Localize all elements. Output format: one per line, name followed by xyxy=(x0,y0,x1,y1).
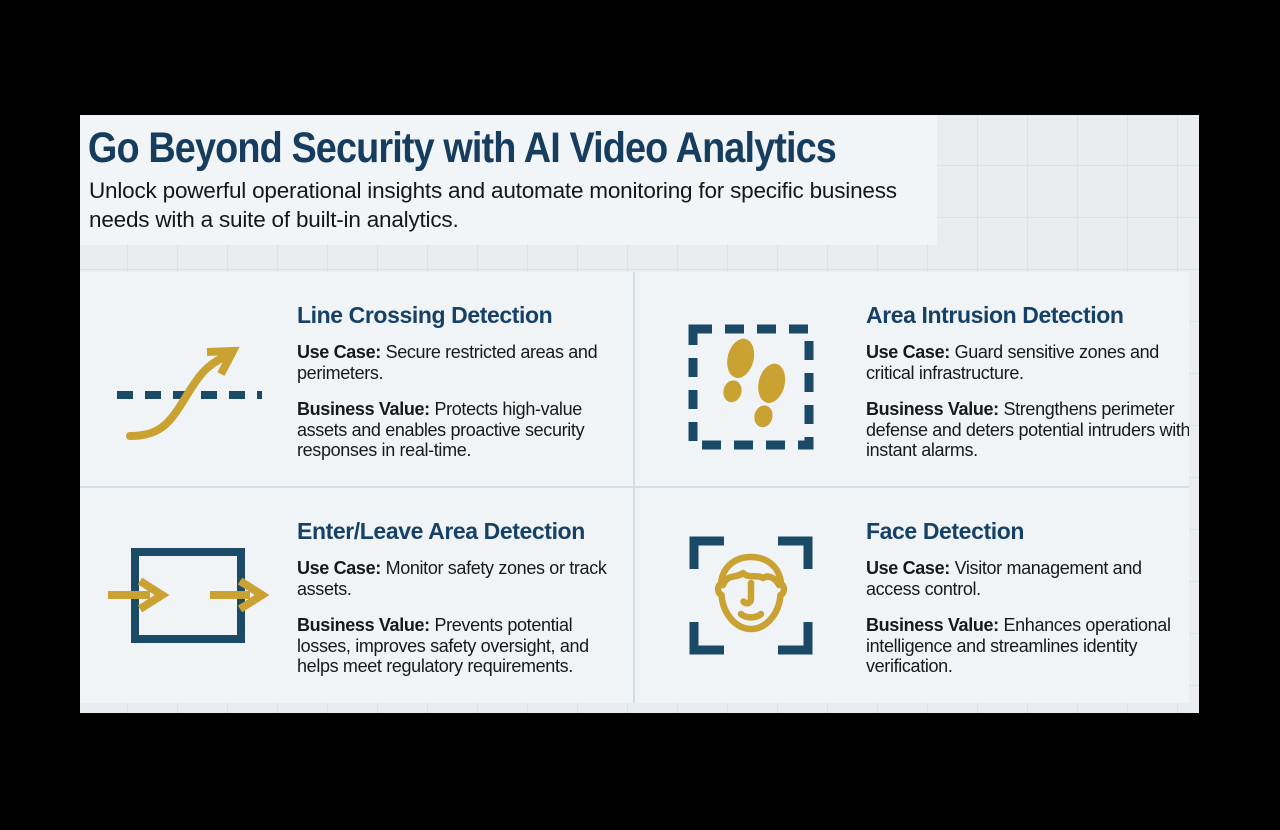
use-case-label: Use Case: xyxy=(297,342,381,362)
business-value-label: Business Value: xyxy=(866,399,999,419)
feature-grid: Line Crossing Detection Use Case: Secure… xyxy=(80,272,1189,703)
business-value-label: Business Value: xyxy=(297,615,430,635)
icon-column xyxy=(80,488,297,703)
feature-card-text: Line Crossing Detection Use Case: Secure… xyxy=(297,272,629,486)
feature-card-text: Enter/Leave Area Detection Use Case: Mon… xyxy=(297,488,629,703)
business-value-text: Enhances operational intelligence and st… xyxy=(866,615,1171,676)
feature-card-title: Line Crossing Detection xyxy=(297,302,553,328)
feature-card-enter-leave: Enter/Leave Area Detection Use Case: Mon… xyxy=(80,488,633,703)
feature-card-title: Area Intrusion Detection xyxy=(866,302,1124,328)
feature-card-title: Face Detection xyxy=(866,518,1025,544)
feature-card-text: Area Intrusion Detection Use Case: Guard… xyxy=(866,272,1189,486)
business-value-paragraph: Business Value: Enhances operational int… xyxy=(866,615,1189,677)
use-case-label: Use Case: xyxy=(866,558,950,578)
icon-column xyxy=(80,272,297,486)
icon-column xyxy=(635,488,866,703)
business-value-text: Protects high-value assets and enables p… xyxy=(297,399,585,460)
use-case-text: Monitor safety zones or track assets. xyxy=(297,558,607,599)
use-case-paragraph: Use Case: Visitor management and access … xyxy=(866,558,1189,599)
business-value-paragraph: Business Value: Protects high-value asse… xyxy=(297,399,629,461)
use-case-paragraph: Use Case: Secure restricted areas and pe… xyxy=(297,342,629,383)
feature-card-line-crossing: Line Crossing Detection Use Case: Secure… xyxy=(80,272,633,486)
use-case-paragraph: Use Case: Monitor safety zones or track … xyxy=(297,558,629,599)
use-case-label: Use Case: xyxy=(297,558,381,578)
icon-column xyxy=(635,272,866,486)
use-case-text: Guard sensitive zones and critical infra… xyxy=(866,342,1159,383)
use-case-paragraph: Use Case: Guard sensitive zones and crit… xyxy=(866,342,1189,383)
page-subtitle: Unlock powerful operational insights and… xyxy=(89,178,897,232)
business-value-label: Business Value: xyxy=(866,615,999,635)
enter-leave-area-icon xyxy=(108,547,270,643)
use-case-text: Visitor management and access control. xyxy=(866,558,1142,599)
area-intrusion-icon xyxy=(688,324,813,450)
use-case-text: Secure restricted areas and perimeters. xyxy=(297,342,598,383)
feature-card-face-detection: Face Detection Use Case: Visitor managem… xyxy=(635,488,1189,703)
use-case-label: Use Case: xyxy=(866,342,950,362)
page-title: Go Beyond Security with AI Video Analyti… xyxy=(87,124,837,172)
business-value-paragraph: Business Value: Strengthens perimeter de… xyxy=(866,399,1189,461)
business-value-paragraph: Business Value: Prevents potential losse… xyxy=(297,615,629,677)
line-crossing-icon xyxy=(116,346,262,440)
feature-card-text: Face Detection Use Case: Visitor managem… xyxy=(866,488,1189,703)
business-value-text: Strengthens perimeter defense and deters… xyxy=(866,399,1189,460)
business-value-label: Business Value: xyxy=(297,399,430,419)
face-detection-icon xyxy=(689,536,812,655)
feature-card-area-intrusion: Area Intrusion Detection Use Case: Guard… xyxy=(635,272,1189,486)
business-value-text: Prevents potential losses, improves safe… xyxy=(297,615,589,676)
feature-card-title: Enter/Leave Area Detection xyxy=(297,518,585,544)
slide-header: Go Beyond Security with AI Video Analyti… xyxy=(80,115,937,245)
slide-canvas: Go Beyond Security with AI Video Analyti… xyxy=(80,115,1199,713)
